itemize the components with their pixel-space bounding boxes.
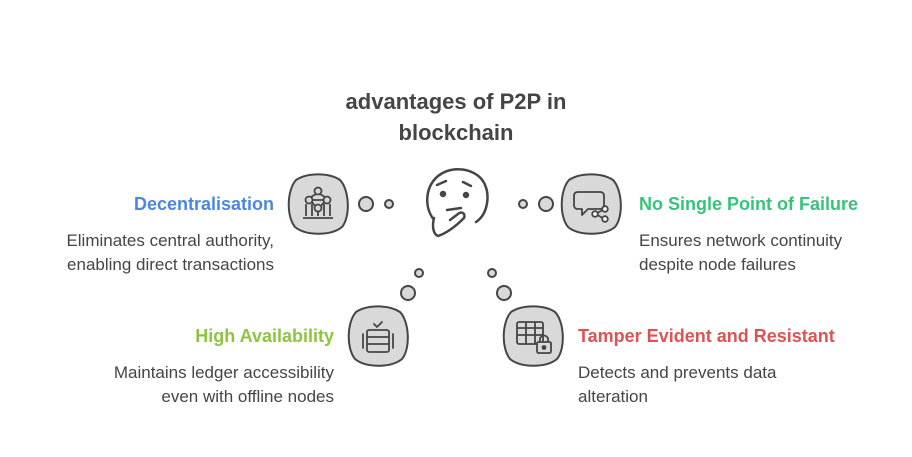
desc-decentralisation-line-2: enabling direct transactions <box>67 255 274 274</box>
heading-decentralisation: Decentralisation <box>133 194 274 214</box>
dot-tl-large <box>358 196 374 212</box>
dot-bl-large <box>400 285 416 301</box>
desc-tamper-evident-line-2: alteration <box>578 387 648 406</box>
dot-br-small <box>487 268 497 278</box>
desc-tamper-evident-line-1: Detects and prevents data <box>578 363 777 382</box>
dot-tr-small <box>518 199 528 209</box>
desc-high-availability: Maintains ledger accessibility even with… <box>114 361 334 409</box>
network-nodes-icon <box>287 173 349 235</box>
title-line-2: blockchain <box>398 120 514 145</box>
desc-tamper-evident: Detects and prevents data alteration <box>578 361 776 409</box>
desc-high-availability-line-2: even with offline nodes <box>161 387 334 406</box>
title-line-1: advantages of P2P in <box>345 89 567 114</box>
thinking-face-icon <box>426 168 489 238</box>
chat-share-icon <box>560 173 622 235</box>
desc-no-single-point-line-1: Ensures network continuity <box>639 231 843 250</box>
connector-dots <box>358 196 554 301</box>
locked-table-icon <box>502 305 564 367</box>
heading-tamper-evident: Tamper Evident and Resistant <box>578 326 835 346</box>
dot-tr-large <box>538 196 554 212</box>
desc-no-single-point-of-failure: Ensures network continuity despite node … <box>639 229 842 277</box>
dot-bl-small <box>414 268 424 278</box>
desc-no-single-point-line-2: despite node failures <box>639 255 796 274</box>
heading-no-single-point-of-failure: No Single Point of Failure <box>639 194 859 214</box>
heading-high-availability: High Availability <box>195 326 334 346</box>
desc-high-availability-line-1: Maintains ledger accessibility <box>113 363 334 382</box>
dot-br-large <box>496 285 512 301</box>
desc-decentralisation-line-1: Eliminates central authority, <box>66 231 274 250</box>
dot-tl-small <box>384 199 394 209</box>
database-check-icon <box>347 305 409 367</box>
diagram-title: advantages of P2P in blockchain <box>306 86 606 148</box>
desc-decentralisation: Eliminates central authority, enabling d… <box>66 229 274 277</box>
